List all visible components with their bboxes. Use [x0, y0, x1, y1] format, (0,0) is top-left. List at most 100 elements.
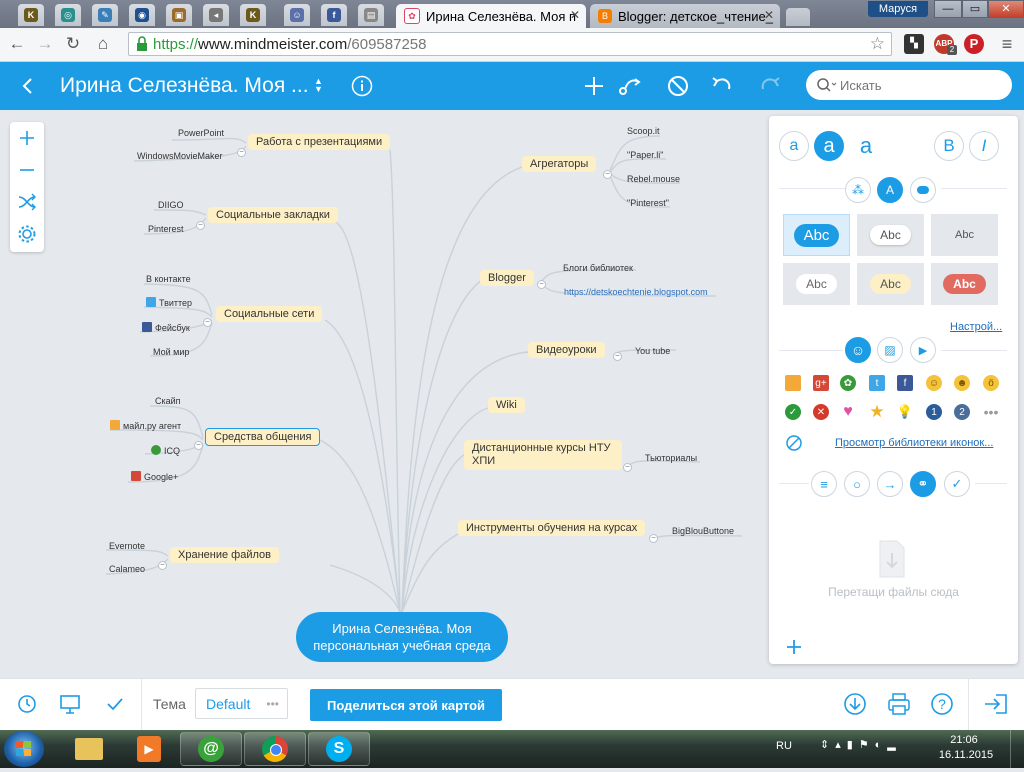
bold-button[interactable]: B — [934, 131, 964, 161]
pinned-tab[interactable]: ☺ — [284, 4, 310, 26]
redo-icon[interactable] — [756, 72, 784, 100]
collapse-icon[interactable]: − — [194, 441, 203, 450]
grin-icon[interactable]: ☻ — [954, 375, 970, 391]
url-bar[interactable]: https:// www.mindmeister.com /609587258 … — [128, 32, 892, 56]
collapse-icon[interactable]: − — [603, 170, 612, 179]
leaf-pinterest[interactable]: Pinterest — [148, 224, 184, 234]
close-icon[interactable]: ✕ — [569, 8, 580, 22]
topic-social-networks[interactable]: Социальные сети — [216, 306, 323, 322]
tab-blogger[interactable]: B Blogger: детское_чтение_ ✕ — [590, 4, 780, 28]
twitter-icon[interactable]: t — [869, 375, 885, 391]
tray-icons[interactable]: ⇕▴▮⚑◐▂ — [820, 739, 902, 751]
show-desktop-button[interactable] — [1010, 730, 1024, 768]
pinned-tab[interactable]: ✎ — [92, 4, 118, 26]
add-topic-icon[interactable] — [580, 72, 608, 100]
topic-distance-courses[interactable]: Дистанционные курсы НТУ ХПИ — [464, 440, 622, 470]
title-dropdown-icon[interactable]: ▲▼ — [314, 76, 323, 94]
pinned-tab[interactable]: f — [321, 4, 347, 26]
mail-icon[interactable] — [785, 375, 801, 391]
no-icon[interactable] — [785, 434, 803, 452]
check-icon[interactable]: ✓ — [785, 404, 801, 420]
leaf-calameo[interactable]: Calameo — [109, 564, 146, 574]
new-tab-button[interactable] — [786, 8, 810, 26]
leaf-vkontakte[interactable]: В контакте — [146, 274, 191, 284]
leaf-pinterest-quoted[interactable]: "Pinterest" — [627, 198, 669, 208]
topic-wiki[interactable]: Wiki — [488, 397, 525, 413]
leaf-googleplus[interactable]: Google+ — [131, 471, 178, 482]
info-icon[interactable] — [351, 75, 373, 97]
root-topic[interactable]: Ирина Селезнёва. Моя персональная учебна… — [296, 612, 508, 662]
extension-icon[interactable]: ▚ — [904, 34, 924, 54]
font-large-button[interactable]: a — [859, 133, 873, 158]
forward-arrow-icon[interactable]: → — [36, 34, 54, 53]
pinned-tab[interactable]: ◎ — [55, 4, 81, 26]
facebook-icon[interactable]: f — [897, 375, 913, 391]
pinned-tab[interactable]: K — [240, 4, 266, 26]
leaf-youtube[interactable]: You tube — [635, 346, 671, 356]
leaf-facebook[interactable]: Фейсбук — [142, 322, 190, 333]
close-window-button[interactable]: ✕ — [988, 0, 1024, 18]
star-icon[interactable]: ☆ — [869, 34, 885, 53]
collapse-icon[interactable]: − — [203, 318, 212, 327]
topic-course-tools[interactable]: Инструменты обучения на курсах — [458, 520, 646, 536]
smile-icon[interactable]: ☺ — [926, 375, 942, 391]
gear-icon[interactable] — [17, 224, 37, 244]
presentation-icon[interactable] — [58, 693, 82, 715]
leaf-tutorials[interactable]: Тьюториалы — [645, 453, 698, 463]
collapse-icon[interactable]: − — [623, 463, 632, 472]
style-sample-blue[interactable]: Abc — [783, 214, 850, 256]
language-indicator[interactable]: RU — [776, 740, 792, 752]
download-icon[interactable] — [842, 691, 868, 717]
collapse-icon[interactable]: − — [649, 534, 658, 543]
task-button[interactable]: ✓ — [944, 471, 970, 497]
menu-icon[interactable]: ≡ — [1001, 34, 1013, 54]
cross-icon[interactable]: ✕ — [813, 404, 829, 420]
comment-button[interactable]: ○ — [844, 471, 870, 497]
check-icon[interactable] — [104, 693, 126, 715]
icon-library-link[interactable]: Просмотр библиотеки иконок... — [835, 437, 994, 449]
home-icon[interactable]: ⌂ — [97, 34, 109, 53]
pinned-tab[interactable]: ▣ — [166, 4, 192, 26]
style-sample-yellow[interactable]: Abc — [857, 263, 924, 305]
topic-social-bookmarks[interactable]: Социальные закладки — [208, 207, 338, 223]
exit-icon[interactable] — [982, 691, 1010, 717]
leaf-diigo[interactable]: DIIGO — [158, 200, 184, 210]
back-icon[interactable] — [18, 76, 38, 96]
leaf-windowsmoviemaker[interactable]: WindowsMovieMaker — [137, 151, 223, 161]
taskbar-skype[interactable]: S — [308, 732, 370, 766]
style-text-button[interactable]: A — [877, 177, 903, 203]
topic-file-storage[interactable]: Хранение файлов — [170, 547, 279, 563]
leaf-icq[interactable]: ICQ — [151, 445, 180, 456]
leaf-twitter[interactable]: Твиттер — [146, 297, 192, 308]
star-icon[interactable]: ★ — [869, 402, 885, 421]
collapse-icon[interactable]: − — [237, 148, 246, 157]
emoji-tab-button[interactable]: ☺ — [845, 337, 871, 363]
taskbar-chrome[interactable] — [244, 732, 306, 766]
more-icon[interactable]: ••• — [983, 404, 999, 420]
notes-button[interactable]: ≡ — [811, 471, 837, 497]
profile-name[interactable]: Маруся — [868, 1, 928, 17]
leaf-moymir[interactable]: Мой мир — [153, 347, 190, 357]
shuffle-icon[interactable] — [17, 192, 37, 212]
link-arrow-button[interactable]: → — [877, 471, 903, 497]
topic-blogger[interactable]: Blogger — [480, 270, 534, 286]
mindmap-canvas[interactable]: Работа с презентациями − PowerPoint Wind… — [0, 110, 768, 678]
customize-link[interactable]: Настрой... — [950, 321, 1003, 333]
attachment-button[interactable]: ⚭ — [910, 471, 936, 497]
leaf-evernote[interactable]: Evernote — [109, 541, 146, 551]
topic-aggregators[interactable]: Агрегаторы — [522, 156, 597, 172]
clock-time[interactable]: 21:06 — [950, 734, 978, 746]
bulb-icon[interactable]: 💡 — [896, 404, 914, 419]
theme-select[interactable]: Default ••• — [195, 688, 288, 719]
italic-button[interactable]: I — [969, 131, 999, 161]
print-icon[interactable] — [886, 691, 912, 717]
leaf-blog-link[interactable]: https://detskoechtenie.blogspot.com — [564, 287, 708, 297]
help-icon[interactable]: ? — [929, 691, 955, 717]
history-icon[interactable] — [16, 693, 38, 715]
search-box[interactable] — [806, 70, 1012, 100]
collapse-icon[interactable]: − — [613, 352, 622, 361]
style-sample-red[interactable]: Abc — [931, 263, 998, 305]
add-icon[interactable] — [785, 638, 803, 656]
pinned-tab[interactable]: ◂ — [203, 4, 229, 26]
priority-1-icon[interactable]: 1 — [926, 404, 942, 420]
